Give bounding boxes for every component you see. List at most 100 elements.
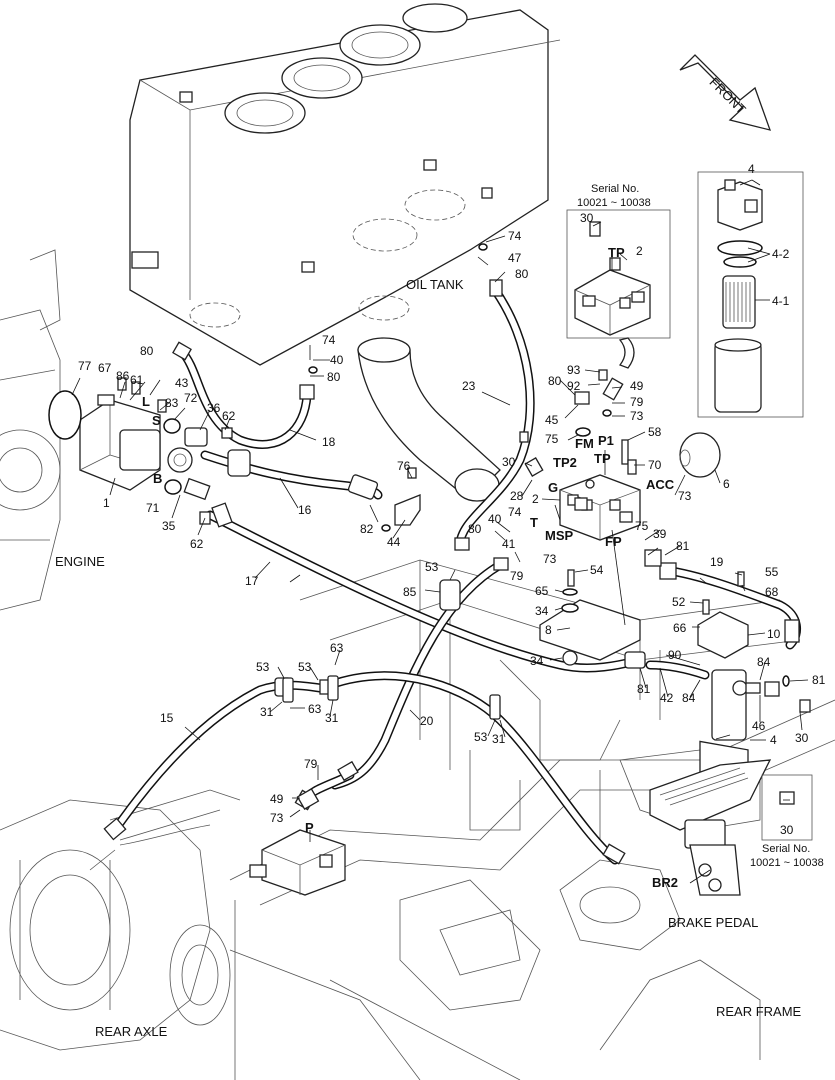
port-l: L <box>142 394 150 409</box>
callout-61: 61 <box>130 373 144 387</box>
callout-30-inset: 30 <box>580 211 594 225</box>
port-p: P <box>305 820 314 835</box>
callout-85: 85 <box>403 585 417 599</box>
brake-pedal-label: BRAKE PEDAL <box>668 915 758 930</box>
callout-62-a: 62 <box>222 409 236 423</box>
callout-40-a: 40 <box>330 353 344 367</box>
callout-77: 77 <box>78 359 92 373</box>
callout-92: 92 <box>567 379 581 393</box>
callout-83: 83 <box>165 396 179 410</box>
callout-58: 58 <box>648 425 662 439</box>
serial-labels: Serial No. 10021 ~ 10038 Serial No. 1002… <box>577 183 824 869</box>
port-b: B <box>153 471 162 486</box>
callout-65: 65 <box>535 584 549 598</box>
callout-36: 36 <box>207 401 221 415</box>
callout-81-a: 81 <box>676 539 690 553</box>
callout-84-a: 84 <box>757 655 771 669</box>
callout-73-a: 73 <box>630 409 644 423</box>
serial-range-top: 10021 ~ 10038 <box>577 197 651 209</box>
callout-2-valve: 2 <box>532 492 539 506</box>
callout-73-b: 73 <box>678 489 692 503</box>
callout-44: 44 <box>387 535 401 549</box>
port-fp: FP <box>605 534 622 549</box>
port-t: T <box>530 515 538 530</box>
callout-75-a: 75 <box>545 432 559 446</box>
rear-axle-label: REAR AXLE <box>95 1024 168 1039</box>
callout-16: 16 <box>298 503 312 517</box>
callout-80-a: 80 <box>515 267 529 281</box>
callout-17: 17 <box>245 574 259 588</box>
callout-40-b: 40 <box>488 512 502 526</box>
front-arrow-icon: FRONT <box>679 54 772 131</box>
port-fm: FM <box>575 436 594 451</box>
front-label: FRONT <box>707 75 749 117</box>
callout-4-filter-box: 4 <box>748 162 755 176</box>
callout-49-b: 49 <box>270 792 284 806</box>
serial-inset-valve <box>566 209 671 369</box>
callout-53-a: 53 <box>425 560 439 574</box>
port-labels: S L B TP FM TP2 TP G P1 ACC T MSP FP P B… <box>142 245 678 890</box>
callout-73-c: 73 <box>543 552 557 566</box>
engine-label: ENGINE <box>55 554 105 569</box>
filter-bracket <box>697 571 749 659</box>
filter-assembly <box>697 171 804 418</box>
brake-pedal <box>649 759 813 896</box>
callout-90: 90 <box>668 648 682 662</box>
callout-80-b: 80 <box>140 344 154 358</box>
callout-15: 15 <box>160 711 174 725</box>
callout-49-a: 49 <box>630 379 644 393</box>
callout-47: 47 <box>508 251 522 265</box>
callout-53-b: 53 <box>256 660 270 674</box>
callout-23: 23 <box>462 379 476 393</box>
pump <box>48 390 211 501</box>
callout-68: 68 <box>765 585 779 599</box>
rear-frame-label: REAR FRAME <box>716 1004 802 1019</box>
callout-45: 45 <box>545 413 559 427</box>
elbow-fittings <box>296 243 790 810</box>
engine-linework <box>0 249 61 611</box>
callout-81-c: 81 <box>812 673 826 687</box>
callout-75-b: 75 <box>635 519 649 533</box>
callout-30-left: 30 <box>502 455 516 469</box>
serial-range-bottom: 10021 ~ 10038 <box>750 857 824 869</box>
serial-label-top: Serial No. <box>591 183 639 195</box>
port-g: G <box>548 480 558 495</box>
callout-6: 6 <box>723 477 730 491</box>
callout-18: 18 <box>322 435 336 449</box>
callout-54: 54 <box>590 563 604 577</box>
brake-valve-block <box>559 474 641 541</box>
callout-30-box: 30 <box>780 823 794 837</box>
callout-19: 19 <box>710 555 724 569</box>
callout-86: 86 <box>116 369 130 383</box>
port-tp2: TP2 <box>553 455 577 470</box>
callout-79-b: 79 <box>510 569 524 583</box>
callout-93: 93 <box>567 363 581 377</box>
port-msp: MSP <box>545 528 574 543</box>
callout-34-a: 34 <box>535 604 549 618</box>
callout-4-installed: 4 <box>770 733 777 747</box>
callout-66: 66 <box>673 621 687 635</box>
callout-55: 55 <box>765 565 779 579</box>
callout-10: 10 <box>767 627 781 641</box>
oil-tank <box>129 3 561 366</box>
callout-74-c: 74 <box>508 505 522 519</box>
accumulator <box>679 432 721 478</box>
callout-39: 39 <box>653 527 667 541</box>
callout-31-a: 31 <box>260 705 274 719</box>
rear-axle-linework <box>0 789 241 1051</box>
port-tp-inset: TP <box>608 245 625 260</box>
callout-2-inset: 2 <box>636 244 643 258</box>
port-br2: BR2 <box>652 875 678 890</box>
port-acc: ACC <box>646 477 675 492</box>
callout-53-d: 53 <box>474 730 488 744</box>
brake-p-block <box>249 789 346 896</box>
oil-tank-label: OIL TANK <box>406 277 464 292</box>
callout-76: 76 <box>397 459 411 473</box>
callout-84-b: 84 <box>682 691 696 705</box>
callout-42: 42 <box>660 691 674 705</box>
callout-31-b: 31 <box>325 711 339 725</box>
callout-4-1: 4-1 <box>772 294 790 308</box>
callout-70: 70 <box>648 458 662 472</box>
callout-79-a: 79 <box>630 395 644 409</box>
